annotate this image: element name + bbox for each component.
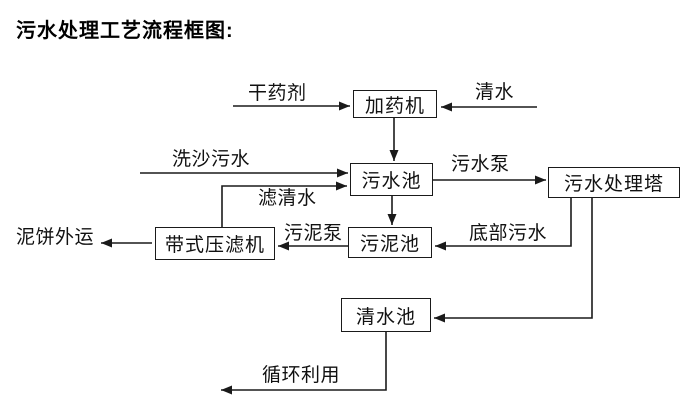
node-belt-filter-press: 带式压滤机 <box>155 227 275 260</box>
flow-label-clear-water: 清水 <box>475 82 515 103</box>
node-dosing-machine: 加药机 <box>353 90 437 118</box>
page-title: 污水处理工艺流程框图: <box>16 20 234 42</box>
node-treatment-tower-label: 污水处理塔 <box>563 174 664 195</box>
node-sludge-pool-label: 污泥池 <box>359 234 420 255</box>
flow-label-dry-agent: 干药剂 <box>248 83 307 104</box>
arrow-bottom-sewage <box>435 198 572 251</box>
node-dosing-machine-label: 加药机 <box>364 95 425 117</box>
arrow-recycle <box>221 332 387 395</box>
flow-label-sludge-pump: 污泥泵 <box>284 223 343 244</box>
node-clear-water-pool-label: 清水池 <box>355 306 416 328</box>
flow-label-sewage-pump: 污水泵 <box>451 154 510 175</box>
flow-label-recycle: 循环利用 <box>262 365 341 386</box>
node-clear-water-pool: 清水池 <box>341 298 431 332</box>
node-belt-filter-press-label: 带式压滤机 <box>164 235 265 256</box>
flow-label-sand-washing-sewage: 洗沙污水 <box>172 149 251 170</box>
node-sludge-pool: 污泥池 <box>348 227 432 258</box>
arrow-tower-to-clear-pool <box>434 198 593 323</box>
flow-label-filtered-water: 滤清水 <box>258 188 317 209</box>
arrow-filtered-water <box>221 181 347 227</box>
node-treatment-tower: 污水处理塔 <box>548 167 680 198</box>
node-sewage-pool-label: 污水池 <box>361 171 422 192</box>
flow-label-mud-cake-out: 泥饼外运 <box>16 227 95 248</box>
node-sewage-pool: 污水池 <box>350 163 433 196</box>
flow-label-bottom-sewage: 底部污水 <box>469 223 548 244</box>
